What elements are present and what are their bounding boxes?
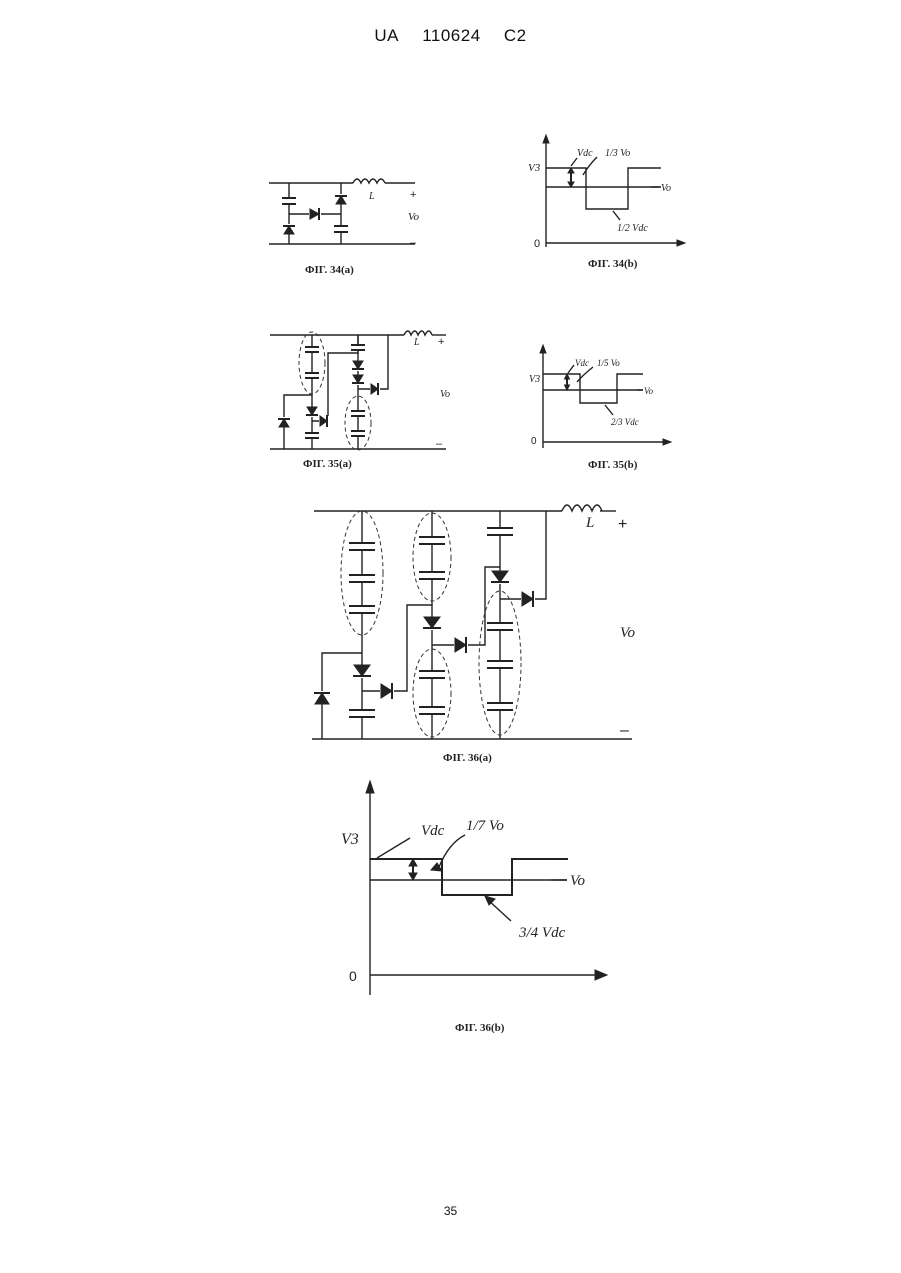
vdc-label: Vdc <box>577 148 593 159</box>
plus-terminal: + <box>618 516 627 533</box>
figure-35b-waveform: V3 0 Vdc 1/5 Vo Vo 2/3 Vdc <box>525 345 680 450</box>
figure-36b-caption: ФІГ. 36(b) <box>455 1022 504 1034</box>
inductor-label: L <box>413 337 420 348</box>
figure-35a-caption: ФІГ. 35(a) <box>303 458 352 470</box>
vdc-arrow <box>568 168 574 187</box>
figure-35a-circuit: L + Vo – <box>268 325 453 460</box>
origin-zero-label: 0 <box>534 238 540 250</box>
diode-middle <box>309 208 321 220</box>
low-level-label: 1/2 Vdc <box>617 223 648 234</box>
page-number: 35 <box>0 1204 901 1218</box>
step-fraction-label: 1/3 Vo <box>605 148 630 159</box>
origin-zero-label: 0 <box>531 436 537 447</box>
v3-waveform <box>370 859 568 895</box>
minus-terminal: – <box>410 237 417 249</box>
origin-zero-label: 0 <box>349 968 357 984</box>
diodes <box>278 361 380 427</box>
diodes <box>314 571 535 704</box>
diode-left <box>283 224 295 234</box>
y-axis-label: V3 <box>529 374 540 385</box>
figure-35b-caption: ФІГ. 35(b) <box>588 459 637 471</box>
step-fraction-label: 1/7 Vo <box>466 818 504 834</box>
figure-34b-waveform: V3 0 Vdc 1/3 Vo Vo 1/2 Vdc <box>525 135 690 255</box>
y-axis-label: V3 <box>528 162 541 174</box>
inductor-label: L <box>585 515 594 531</box>
diode-right <box>335 194 347 204</box>
capacitor-left <box>282 198 296 204</box>
figure-36a-circuit: L + Vo – <box>310 495 645 745</box>
vdc-arrow <box>565 374 570 390</box>
figure-34b-caption: ФІГ. 34(b) <box>588 258 637 270</box>
inductor <box>353 179 385 183</box>
vo-label: Vo <box>570 873 586 889</box>
patent-country: UA <box>374 26 399 45</box>
step-fraction-label: 1/5 Vo <box>597 358 620 368</box>
figure-34a-caption: ФІГ. 34(a) <box>305 264 354 276</box>
capacitor-right <box>334 226 348 232</box>
inductor <box>404 331 432 335</box>
vdc-arrow <box>409 859 417 880</box>
vdc-label: Vdc <box>575 358 589 368</box>
output-voltage-label: Vo <box>620 625 636 641</box>
vo-label: Vo <box>644 386 654 396</box>
patent-kind: C2 <box>504 26 527 45</box>
figure-36a-caption: ФІГ. 36(a) <box>443 752 492 764</box>
vo-label: Vo <box>661 183 671 194</box>
v3-waveform <box>546 168 661 209</box>
patent-number: 110624 <box>422 26 480 45</box>
low-level-label: 2/3 Vdc <box>611 417 639 427</box>
capacitors <box>305 345 365 438</box>
figure-36b-waveform: V3 0 Vdc 1/7 Vo Vo 3/4 Vdc <box>335 775 615 1000</box>
minus-terminal: – <box>436 438 443 450</box>
plus-terminal: + <box>438 336 444 348</box>
inductor <box>562 505 602 511</box>
low-level-label: 3/4 Vdc <box>518 925 566 941</box>
v3-waveform <box>543 374 643 403</box>
output-voltage-label: Vo <box>440 389 450 400</box>
inductor-label: L <box>368 191 375 202</box>
output-voltage-label: Vo <box>408 211 420 223</box>
wiring <box>269 183 415 244</box>
vdc-label: Vdc <box>421 823 445 839</box>
y-axis-label: V3 <box>341 831 359 848</box>
minus-terminal: – <box>620 722 629 739</box>
patent-header: UA 110624 C2 <box>0 26 901 46</box>
plus-terminal: + <box>410 189 416 201</box>
figure-34a-circuit: L + Vo – <box>265 172 425 252</box>
